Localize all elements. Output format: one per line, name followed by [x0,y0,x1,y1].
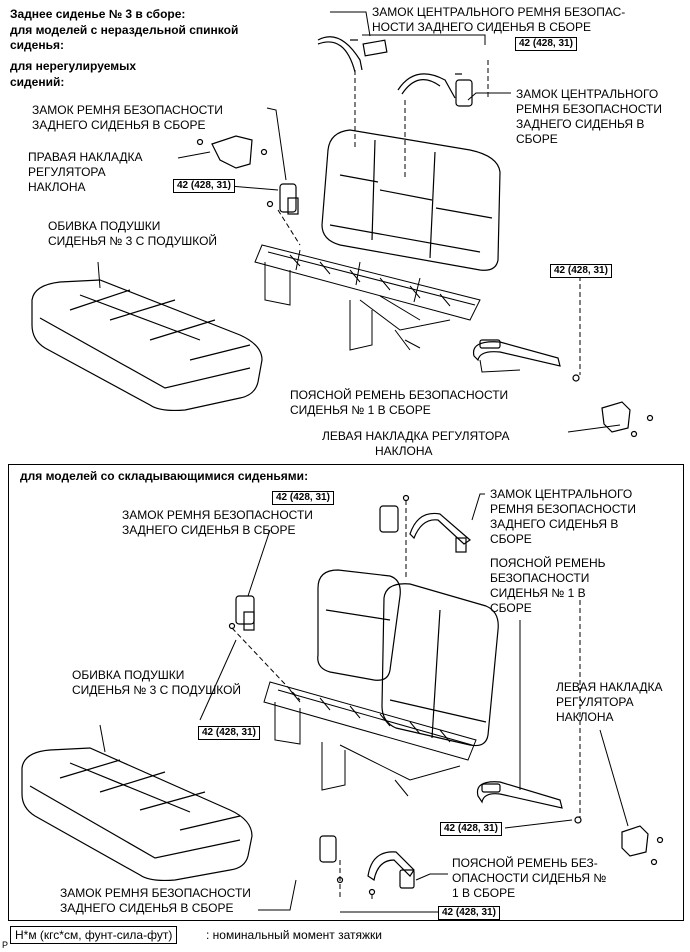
bottom-seat-frame [263,681,477,797]
bottom-lap-belt-label-a: ПОЯСНОЙ РЕМЕНЬ [490,556,606,570]
bottom-rear-buckle2-label-b: ЗАДНЕГО СИДЕНЬЯ В СБОРЕ [60,901,234,915]
bottom-center-buckle-label-d: СБОРЕ [490,532,532,546]
top-rear-buckle-label-a: ЗАМОК РЕМНЯ БЕЗОПАСНОСТИ [32,103,223,117]
top-leader-lines [97,11,621,433]
bottom-center-buckle-label-c: ЗАДНЕГО СИДЕНЬЯ В [490,517,619,531]
bottom-cushion [21,747,253,882]
top-right-recliner-cover [196,135,268,169]
top-right-cover-label-c: НАКЛОНА [28,180,86,194]
bottom-leader-lines [99,493,629,913]
bottom-rear-buckle-label-b: ЗАДНЕГО СИДЕНЬЯ В СБОРЕ [122,523,296,537]
top-lap-belt-label-b: СИДЕНЬЯ № 1 В СБОРЕ [290,403,431,417]
bottom-lower-lap-belt [367,851,415,896]
bottom-torque-1: 42 (428, 31) [272,491,334,505]
top-center-buckle-1-label-b: НОСТИ ЗАДНЕГО СИДЕНЬЯ В СБОРЕ [372,20,592,34]
top-title-line-1: Заднее сиденье № 3 в сборе: [10,7,186,21]
bottom-lap-belt2-label-b: ОПАСНОСТИ СИДЕНЬЯ № [452,871,607,885]
top-cushion [31,279,263,412]
bottom-lap-belt-label-b: БЕЗОПАСНОСТИ [490,571,590,585]
bottom-left-cover-label-c: НАКЛОНА [556,710,614,724]
bottom-title: для моделей со складывающимися сиденьями… [20,469,309,483]
top-title-line-5: сидений: [10,75,65,89]
top-center-buckle-2-label-d: СБОРЕ [516,132,558,146]
bottom-cushion-label-a: ОБИВКА ПОДУШКИ [72,668,185,682]
bottom-rear-buckle2-label-a: ЗАМОК РЕМНЯ БЕЗОПАСНОСТИ [60,886,251,900]
top-cushion-label-a: ОБИВКА ПОДУШКИ [48,219,161,233]
top-cushion-label-b: СИДЕНЬЯ № 3 С ПОДУШКОЙ [48,234,218,248]
top-center-buckle-2-label-c: ЗАДНЕГО СИДЕНЬЯ В [516,117,645,131]
bottom-torque-2: 42 (428, 31) [198,726,260,740]
top-center-buckle-1-label-a: ЗАМОК ЦЕНТРАЛЬНОГО РЕМНЯ БЕЗОПАС- [372,5,626,19]
top-left-recliner-cover [601,401,654,438]
top-rear-buckle-label-b: ЗАДНЕГО СИДЕНЬЯ В СБОРЕ [32,118,206,132]
bottom-left-recliner-cover [621,825,664,866]
top-title-line-3: сиденья: [10,38,64,52]
bottom-torque-3: 42 (428, 31) [440,822,502,836]
bottom-dashed-guides [231,500,581,900]
torque-unit-legend: Н*м (кгс*см, фунт-сила-фут) [10,926,178,944]
top-center-buckle-1 [317,36,388,73]
corner-mark: P [2,940,9,950]
bottom-lap-belt2-label-c: 1 В СБОРЕ [452,886,516,900]
bottom-rear-buckle [228,595,255,631]
folding-seat-panel [8,464,684,921]
top-torque-2: 42 (428, 31) [173,179,235,193]
bottom-left-cover-label-a: ЛЕВАЯ НАКЛАДКА [556,680,663,694]
top-center-buckle-2 [397,73,473,107]
bottom-seat-backs [317,569,499,747]
top-seat-back [321,129,501,271]
top-seat-frame [254,244,481,351]
top-torque-1: 42 (428, 31) [515,37,577,51]
bottom-left-cover-label-b: РЕГУЛЯТОРА [556,695,634,709]
bottom-lap-belt-label-d: СБОРЕ [490,601,532,615]
top-left-cover-label-b: НАКЛОНА [375,444,433,458]
bottom-cushion-label-b: СИДЕНЬЯ № 3 С ПОДУШКОЙ [72,683,242,697]
top-right-cover-label-a: ПРАВАЯ НАКЛАДКА [28,150,143,164]
bottom-torque-4: 42 (428, 31) [438,906,500,920]
bottom-center-buckle-label-b: РЕМНЯ БЕЗОПАСНОСТИ [490,502,636,516]
top-lap-belt-label-a: ПОЯСНОЙ РЕМЕНЬ БЕЗОПАСНОСТИ [290,388,509,402]
top-title-line-2: для моделей с нераздельной спинкой [10,23,239,37]
top-rear-buckle [266,183,299,215]
top-center-buckle-2-label-b: РЕМНЯ БЕЗОПАСНОСТИ [516,102,662,116]
bottom-lap-belt [476,781,582,824]
bottom-center-buckle-label-a: ЗАМОК ЦЕНТРАЛЬНОГО [490,487,633,501]
torque-legend-text: : номинальный момент затяжки [206,928,382,942]
bottom-rear-buckle-label-a: ЗАМОК РЕМНЯ БЕЗОПАСНОСТИ [122,508,313,522]
bottom-lap-belt2-label-a: ПОЯСНОЙ РЕМЕНЬ БЕЗ- [452,856,598,870]
top-center-buckle-2-label-a: ЗАМОК ЦЕНТРАЛЬНОГО [516,87,659,101]
bottom-lap-belt-label-c: СИДЕНЬЯ № 1 В [490,586,586,600]
top-left-cover-label-a: ЛЕВАЯ НАКЛАДКА РЕГУЛЯТОРА [322,429,510,443]
top-torque-3: 42 (428, 31) [550,264,612,278]
top-title-line-4: для нерегулируемых [10,59,137,73]
top-right-cover-label-b: РЕГУЛЯТОРА [28,165,106,179]
top-lap-belt [472,339,580,382]
